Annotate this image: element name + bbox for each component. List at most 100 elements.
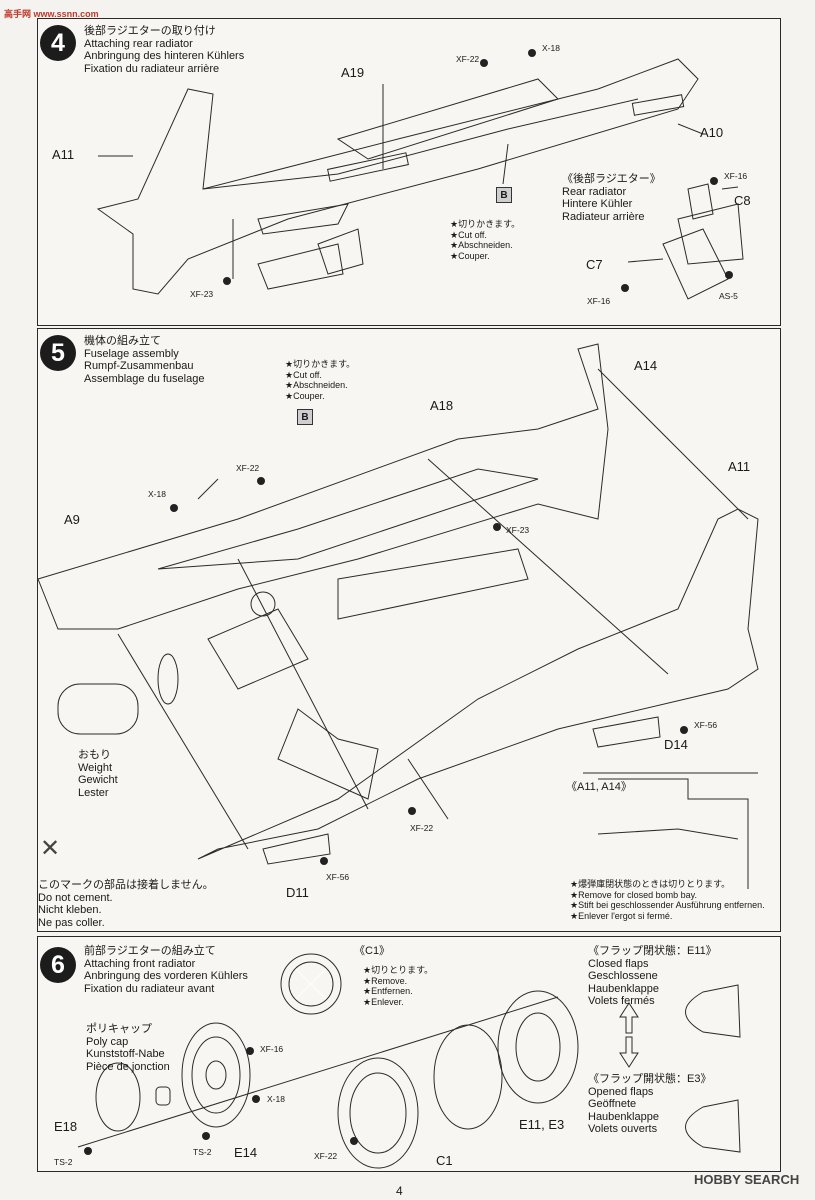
step-5-number: 5 — [40, 335, 76, 371]
bomb-bay-note-de: ★Stift bei geschlossender Ausführung ent… — [570, 900, 765, 910]
paint-label-x18: X-18 — [267, 1094, 285, 1104]
step-5-title-fr: Assemblage du fuselage — [84, 372, 205, 385]
part-label-e14: E14 — [234, 1145, 258, 1160]
paint-dot — [252, 1095, 260, 1103]
weight-label-de: Gewicht — [78, 774, 118, 786]
part-label-a14: A14 — [634, 358, 658, 373]
cut-note-jp: ★切りかきます。 — [450, 219, 521, 229]
cut-note-de: ★Abschneiden. — [285, 380, 348, 390]
closed-flaps-jp: 《フラップ閉状態：E11》 — [588, 945, 717, 957]
paint-dot — [202, 1132, 210, 1140]
step-4-title: 後部ラジエターの取り付け Attaching rear radiator Anb… — [84, 25, 244, 75]
rear-radiator-label-de: Hintere Kühler — [562, 198, 633, 210]
cut-note-de: ★Abschneiden. — [450, 240, 513, 250]
part-label-e11-e3: E11, E3 — [519, 1117, 565, 1132]
poly-cap-fr: Pièce de jonction — [86, 1060, 170, 1073]
weight-label-fr: Lester — [78, 786, 109, 799]
paint-dot — [350, 1137, 358, 1145]
part-label-c8: C8 — [734, 193, 751, 208]
paint-dot — [725, 271, 733, 279]
paint-label-xf16-top: XF-16 — [724, 171, 748, 181]
cut-note-fr: ★Couper. — [450, 250, 490, 261]
step-4-fuselage-drawing — [96, 58, 744, 300]
opened-flaps-de2: Haubenklappe — [588, 1110, 659, 1123]
closed-flaps-fr: Volets fermés — [588, 995, 655, 1007]
site-logo: 高手网 www.ssnn.com — [4, 4, 99, 20]
no-cement-fr: Ne pas coller. — [38, 916, 105, 929]
step-5-fuselage-drawing — [37, 343, 759, 889]
part-label-a18: A18 — [430, 398, 454, 413]
paint-label-xf22-lower: XF-22 — [410, 823, 434, 833]
paint-label-xf56: XF-56 — [694, 720, 718, 730]
cut-note-en: ★Cut off. — [285, 369, 322, 380]
c1-note-de: ★Entfernen. — [363, 986, 413, 996]
detail-label-a11-a14: 《A11, A14》 — [566, 781, 632, 793]
paint-dot — [170, 504, 178, 512]
part-label-c7: C7 — [586, 257, 603, 272]
paint-dot — [246, 1047, 254, 1055]
paint-dot — [493, 523, 501, 531]
part-label-a9: A9 — [64, 512, 80, 527]
step-4-title-de: Anbringung des hinteren Kühlers — [84, 50, 245, 62]
paint-label-as5: AS-5 — [719, 291, 738, 301]
paint-dot — [680, 726, 688, 734]
step-4-title-fr: Fixation du radiateur arrière — [84, 62, 220, 75]
opened-flaps-fr: Volets ouverts — [588, 1123, 658, 1135]
part-label-a11: A11 — [728, 459, 751, 474]
rear-radiator-label-jp: 《後部ラジエター》 — [562, 173, 661, 185]
c1-remove-note: ★切りとります。 ★Remove. ★Entfernen. ★Enlever. — [363, 965, 433, 1007]
site-logo-text: 高手网 www.ssnn.com — [4, 9, 99, 19]
part-label-a10: A10 — [700, 125, 724, 140]
part-label-b: B — [496, 187, 512, 203]
paint-dot — [84, 1147, 92, 1155]
no-cement-jp: このマークの部品は接着しません。 — [38, 879, 214, 891]
no-cement-en: Do not cement. — [38, 891, 113, 904]
step-5-panel: 5 機体の組み立て Fuselage assembly Rumpf-Zusamm… — [37, 328, 781, 932]
poly-cap-label: ポリキャップ Poly cap Kunststoff-Nabe Pièce de… — [86, 1023, 170, 1073]
weight-label-jp: おもり — [78, 749, 111, 761]
paint-dot — [621, 284, 629, 292]
step-5-title: 機体の組み立て Fuselage assembly Rumpf-Zusammen… — [84, 335, 204, 385]
cut-note-jp: ★切りかきます。 — [285, 359, 356, 369]
opened-flaps-jp: 《フラップ開状態：E3》 — [588, 1073, 712, 1085]
step-6-panel: 6 前部ラジエターの組み立て Attaching front radiator … — [37, 936, 781, 1172]
paint-dot — [223, 277, 231, 285]
paint-label-xf16-bottom: XF-16 — [587, 296, 611, 306]
paint-label-xf22: XF-22 — [236, 463, 260, 473]
c1-note-en: ★Remove. — [363, 975, 408, 986]
step-4-panel: 4 後部ラジエターの取り付け Attaching rear radiator A… — [37, 18, 781, 326]
cut-note-fr: ★Couper. — [285, 390, 325, 401]
step-5-title-jp: 機体の組み立て — [84, 335, 161, 347]
paint-label-xf23: XF-23 — [506, 525, 530, 535]
part-label-c1: C1 — [436, 1153, 453, 1168]
c1-label: 《C1》 — [354, 945, 391, 957]
bomb-bay-note-jp: ★爆弾庫閉状態のときは切りとります。 — [570, 879, 731, 889]
bomb-bay-note: ★爆弾庫閉状態のときは切りとります。 ★Remove for closed bo… — [570, 879, 765, 921]
no-cement-icon: ✕ — [40, 835, 61, 862]
rear-radiator-label: 《後部ラジエター》 Rear radiator Hintere Kühler R… — [562, 173, 661, 223]
page-number: 4 — [396, 1184, 403, 1198]
paint-dot — [480, 59, 488, 67]
step-4-cut-note: ★切りかきます。 ★Cut off. ★Abschneiden. ★Couper… — [450, 219, 520, 261]
paint-label-ts2-center: TS-2 — [193, 1147, 212, 1157]
poly-cap-de: Kunststoff-Nabe — [86, 1048, 165, 1060]
closed-flaps-de1: Geschlossene — [588, 970, 658, 982]
paint-dot — [710, 177, 718, 185]
step-5-title-en: Fuselage assembly — [84, 347, 179, 360]
part-label-a19: A19 — [341, 65, 365, 80]
step-6-title: 前部ラジエターの組み立て Attaching front radiator An… — [84, 945, 248, 995]
step-6-radiator-drawing — [77, 953, 741, 1169]
step-6-title-de: Anbringung des vorderen Kühlers — [84, 970, 248, 982]
part-label-d11: D11 — [286, 885, 309, 900]
poly-cap-en: Poly cap — [86, 1035, 129, 1048]
step-5-cut-note: ★切りかきます。 ★Cut off. ★Abschneiden. ★Couper… — [285, 359, 355, 401]
opened-flaps-en: Opened flaps — [588, 1085, 654, 1098]
paint-label-xf16: XF-16 — [260, 1044, 284, 1054]
bomb-bay-note-fr: ★Enlever l'ergot si fermé. — [570, 910, 673, 921]
weight-label: おもり Weight Gewicht Lester — [78, 749, 118, 799]
poly-cap-jp: ポリキャップ — [86, 1023, 152, 1035]
rear-radiator-label-en: Rear radiator — [562, 185, 627, 198]
closed-flaps-de2: Haubenklappe — [588, 982, 659, 995]
step-4-title-jp: 後部ラジエターの取り付け — [84, 25, 216, 37]
paint-label-xf23: XF-23 — [190, 289, 214, 299]
